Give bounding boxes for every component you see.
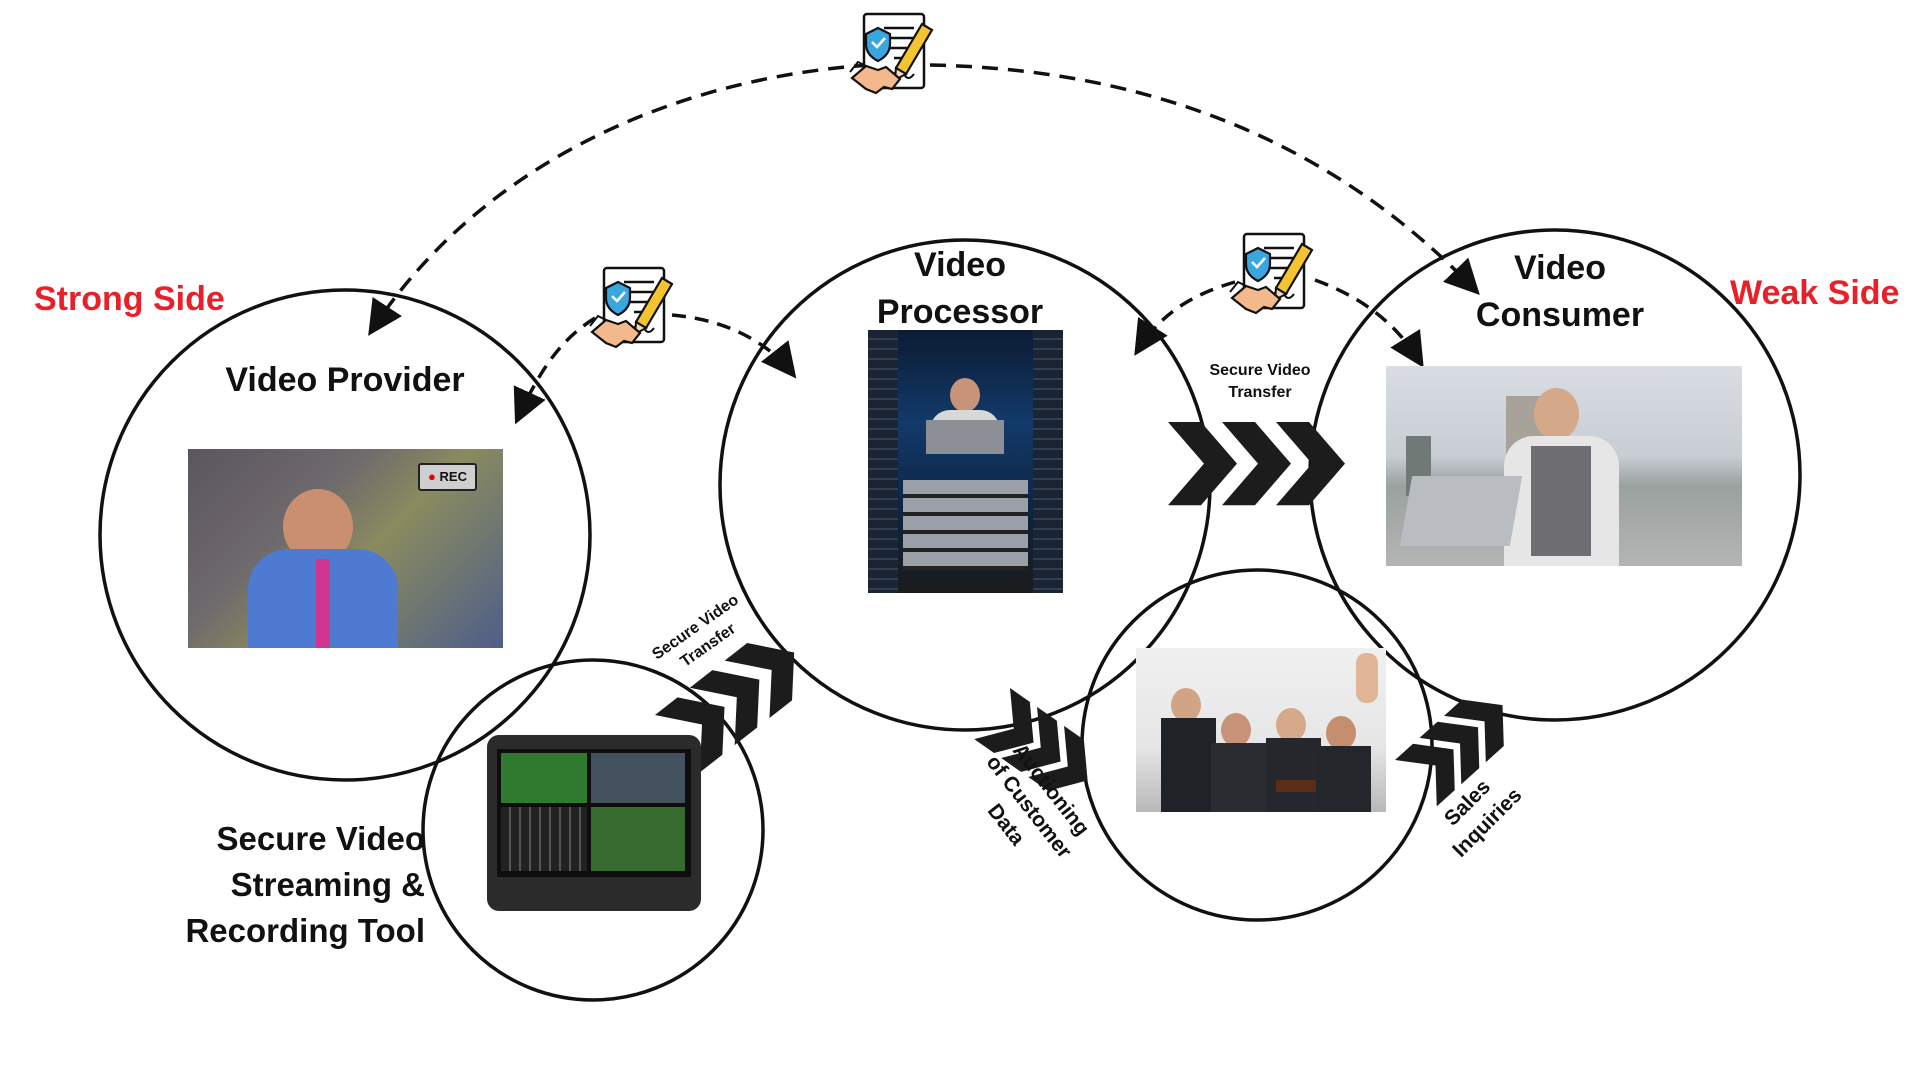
presenter-photo: ● REC bbox=[188, 449, 503, 648]
consumer-contract-arc bbox=[929, 63, 1480, 296]
contract-handshake-icon bbox=[1228, 232, 1314, 315]
chevron-arrow-icon bbox=[1168, 422, 1345, 506]
video-provider-circle bbox=[98, 288, 592, 782]
video-consumer-line2: Consumer bbox=[1475, 295, 1645, 334]
transfer-top-line1: Secure Video bbox=[1209, 362, 1311, 379]
rec-badge: REC bbox=[439, 469, 467, 484]
tool-line1: Secure Video bbox=[216, 820, 426, 857]
video-consumer-line1: Video bbox=[1514, 249, 1606, 287]
tool-line3: Recording Tool bbox=[185, 912, 425, 950]
processor-consumer-arc-right bbox=[1314, 278, 1424, 368]
processor-consumer-arc-left bbox=[1134, 280, 1236, 356]
video-processor-label: Video Processor bbox=[860, 245, 1060, 333]
consumer-photo bbox=[1386, 366, 1742, 566]
provider-contract-arc bbox=[368, 63, 871, 336]
video-consumer-label: Video Consumer bbox=[1460, 248, 1660, 336]
rec-icon: ● bbox=[428, 469, 436, 484]
provider-processor-arc-right bbox=[671, 313, 797, 379]
weak-side-label: Weak Side bbox=[1730, 274, 1900, 312]
auction-photo bbox=[1136, 648, 1386, 812]
secure-transfer-label-top: Secure Video Transfer bbox=[1195, 360, 1325, 403]
recording-tool-label: Secure Video Streaming & Recording Tool bbox=[165, 816, 425, 955]
video-processor-line1: Video bbox=[914, 246, 1006, 284]
tool-line2: Streaming & bbox=[230, 866, 425, 904]
recording-tool-circle bbox=[421, 658, 765, 1002]
contract-handshake-icon bbox=[848, 12, 934, 95]
contract-handshake-icon bbox=[588, 266, 674, 349]
strong-side-label: Strong Side bbox=[34, 280, 225, 318]
transfer-top-line2: Transfer bbox=[1228, 383, 1292, 401]
server-room-photo bbox=[868, 330, 1063, 593]
video-processor-line2: Processor bbox=[876, 292, 1044, 331]
provider-processor-arc-left bbox=[513, 316, 596, 425]
video-provider-label: Video Provider bbox=[225, 361, 465, 399]
recording-device-photo bbox=[487, 735, 701, 911]
